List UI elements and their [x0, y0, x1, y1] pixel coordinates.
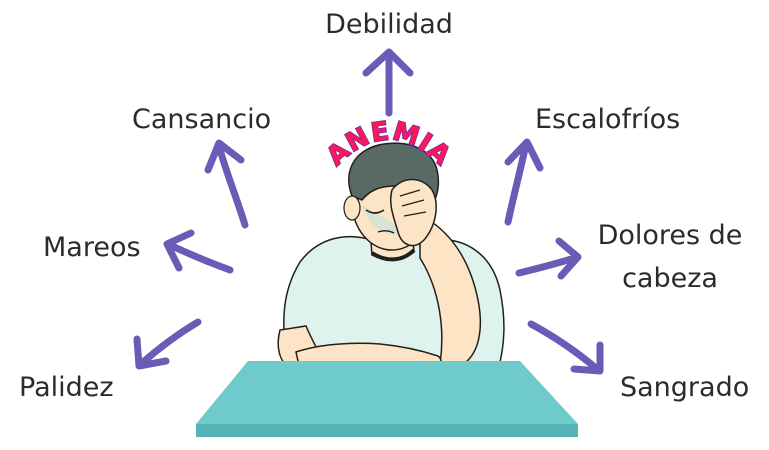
- symptom-cansancio: Cansancio: [132, 104, 272, 135]
- table: [196, 361, 578, 437]
- symptom-debilidad: Debilidad: [325, 9, 453, 40]
- arrow-to-cansancio: [204, 139, 249, 229]
- symptom-dolores-line2: cabeza: [622, 263, 718, 294]
- hand-on-face: [389, 178, 437, 247]
- symptom-palidez: Palidez: [19, 372, 114, 403]
- right-arm: [419, 213, 482, 365]
- arrow-to-dolores: [515, 237, 582, 280]
- symptom-dolores-line1: Dolores de: [597, 220, 743, 251]
- arrow-to-sangrado: [527, 320, 604, 375]
- arrows-group: [133, 48, 604, 375]
- tired-person-icon: [277, 142, 505, 373]
- arrow-to-mareos: [163, 229, 234, 274]
- arrow-to-escalofrios: [504, 138, 544, 226]
- arrow-to-debilidad: [362, 48, 414, 117]
- symptom-escalofrios: Escalofríos: [535, 104, 681, 135]
- arrow-to-palidez: [133, 318, 202, 370]
- symptom-sangrado: Sangrado: [620, 372, 750, 403]
- symptom-mareos: Mareos: [43, 232, 141, 263]
